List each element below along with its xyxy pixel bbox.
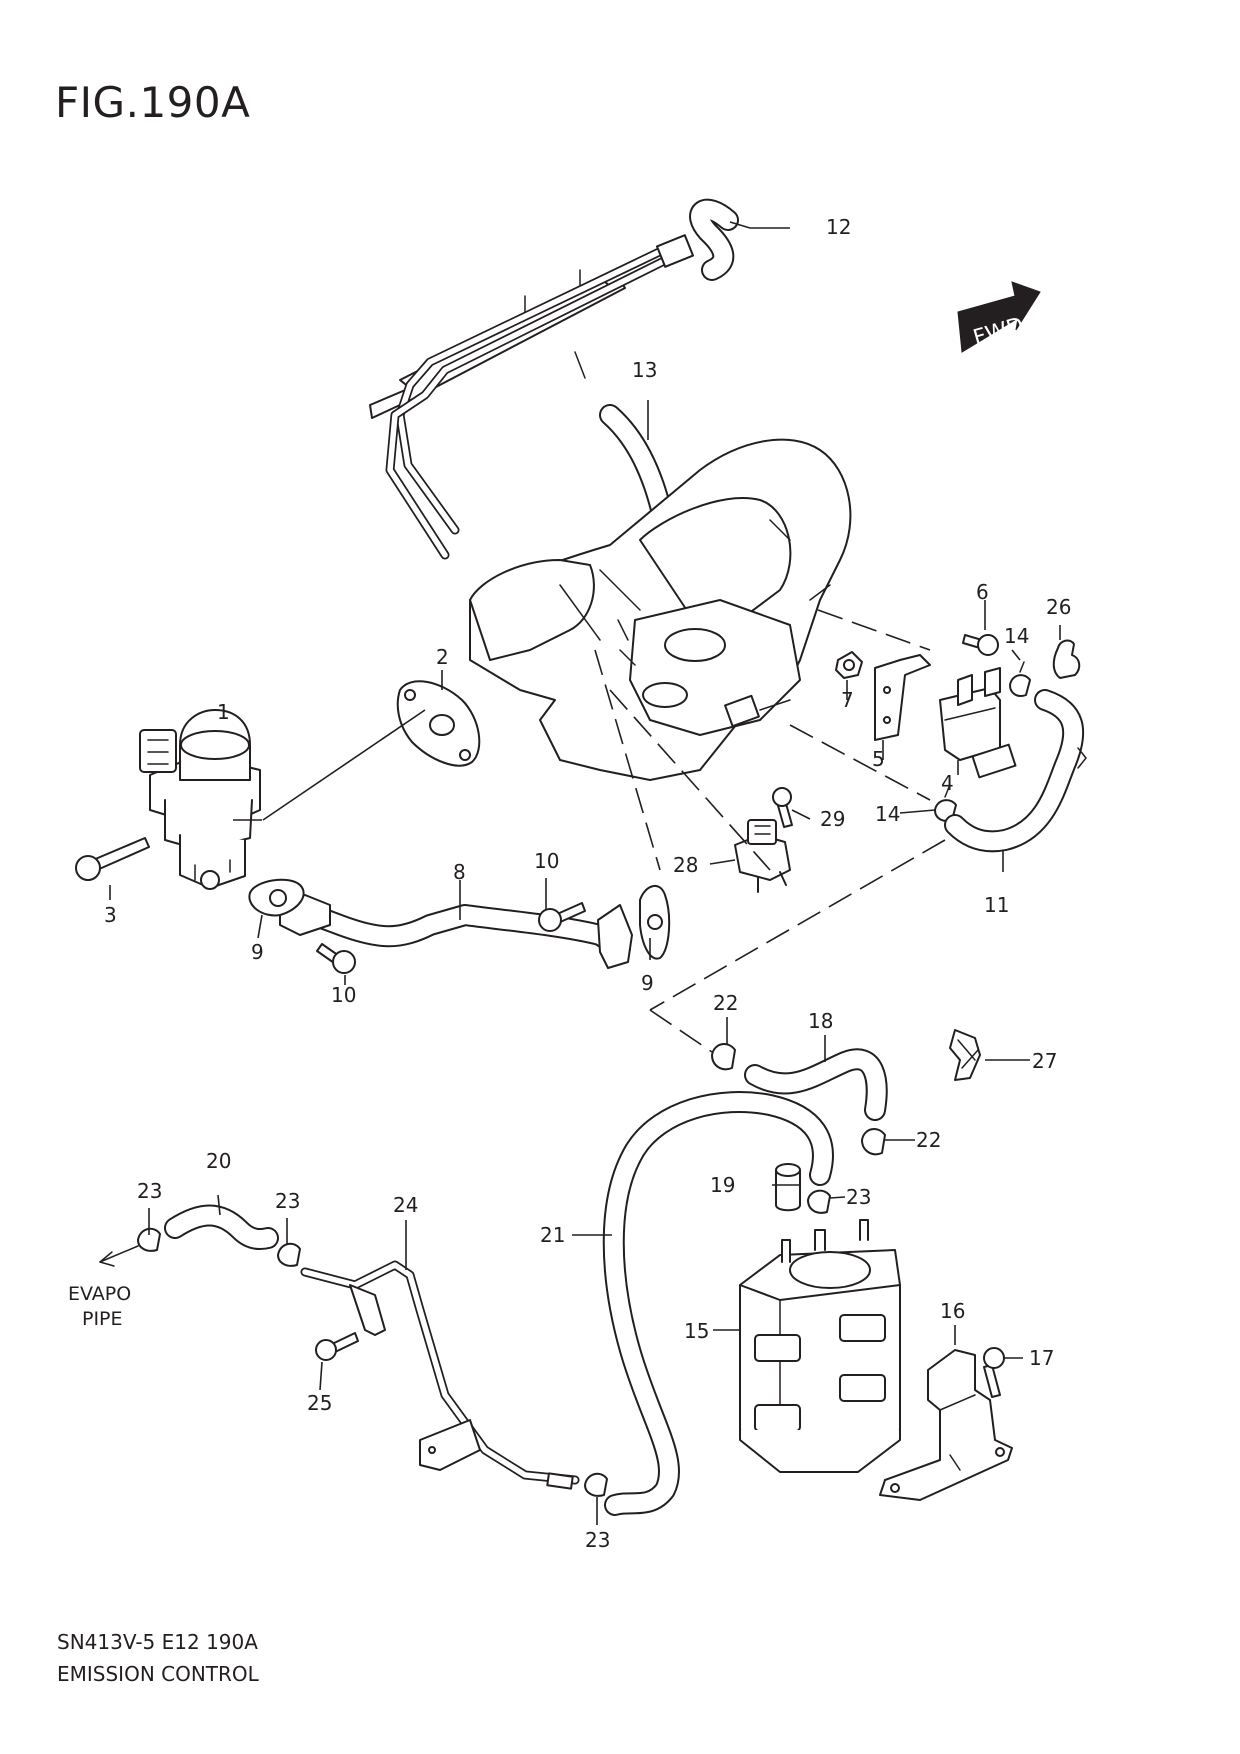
callouts: 1 2 3 4 5 6 7 8 9 9 10 10 11 12 13 14 14…	[104, 215, 1071, 1552]
clip-27	[949, 1029, 981, 1081]
pipe-24	[300, 1260, 580, 1490]
pipe-rail-assembly	[369, 234, 695, 560]
charcoal-canister-15	[739, 1219, 901, 1473]
bolt-17	[983, 1347, 1005, 1398]
callout-14-lower: 14	[875, 802, 900, 826]
evapo-pipe-note: EVAPO PIPE	[68, 1245, 139, 1330]
callout-5: 5	[872, 747, 885, 771]
callout-27: 27	[1032, 1049, 1057, 1073]
callout-21: 21	[540, 1223, 565, 1247]
egr-pipe-8	[279, 894, 633, 969]
leader-lines	[109, 221, 1061, 1525]
callout-1: 1	[217, 700, 230, 724]
callout-23-middle: 23	[275, 1189, 300, 1213]
callout-22-upper: 22	[713, 991, 738, 1015]
callout-25: 25	[307, 1391, 332, 1415]
callout-13: 13	[632, 358, 657, 382]
gasket-9-left	[248, 878, 305, 917]
evapo-line-1: EVAPO	[68, 1283, 131, 1305]
bolt-6	[962, 634, 999, 656]
nut-7	[835, 651, 863, 679]
figure-name: EMISSION CONTROL	[57, 1662, 259, 1686]
evapo-line-2: PIPE	[82, 1308, 123, 1330]
callout-7: 7	[841, 688, 854, 712]
clamp-23-left	[137, 1227, 161, 1252]
hose-18	[744, 1048, 888, 1121]
egr-valve-1	[139, 709, 261, 890]
callout-20: 20	[206, 1149, 231, 1173]
assembly-lines	[594, 609, 1087, 1053]
callout-14-upper: 14	[1004, 624, 1029, 648]
bracket-5	[874, 654, 931, 741]
clamp-23-canister	[807, 1189, 831, 1214]
figure-code: SN413V-5 E12 190A	[57, 1630, 258, 1654]
hose-20	[164, 1204, 279, 1250]
callout-4: 4	[941, 771, 954, 795]
gasket-9-right	[639, 885, 671, 960]
bolt-10-lower	[316, 943, 356, 974]
bracket-16	[879, 1349, 1013, 1501]
hose-12	[689, 198, 739, 281]
callout-6: 6	[976, 580, 989, 604]
callout-23-left: 23	[137, 1179, 162, 1203]
pressure-sensor-28	[734, 819, 791, 893]
callout-18: 18	[808, 1009, 833, 1033]
callout-15: 15	[684, 1319, 709, 1343]
vsv-4	[939, 667, 1017, 779]
callout-9-left: 9	[251, 940, 264, 964]
hose-11	[944, 689, 1085, 853]
bolt-10-upper	[538, 902, 586, 932]
callout-28: 28	[673, 853, 698, 877]
callout-8: 8	[453, 860, 466, 884]
callout-16: 16	[940, 1299, 965, 1323]
callout-23-canister: 23	[846, 1185, 871, 1209]
clip-26	[1052, 639, 1081, 679]
bolt-25	[315, 1332, 359, 1361]
clamp-23-bottom	[584, 1472, 608, 1497]
hose-21	[602, 1091, 834, 1516]
callout-11: 11	[984, 893, 1009, 917]
bolt-3	[75, 837, 150, 881]
clamp-14-upper	[1009, 661, 1031, 697]
callout-23-bottom: 23	[585, 1528, 610, 1552]
callout-26: 26	[1046, 595, 1071, 619]
callout-29: 29	[820, 807, 845, 831]
callout-12: 12	[826, 215, 851, 239]
clamp-22-upper	[711, 1043, 736, 1071]
callout-22-lower: 22	[916, 1128, 941, 1152]
fwd-arrow-badge: FWD	[957, 281, 1041, 353]
intake-manifold	[469, 438, 852, 781]
figure-title: FIG.190A	[55, 78, 251, 127]
gasket-2	[396, 680, 481, 767]
clamp-23-middle	[277, 1242, 301, 1267]
callout-3: 3	[104, 903, 117, 927]
clamp-22-lower	[861, 1128, 886, 1156]
callout-17: 17	[1029, 1346, 1054, 1370]
bolt-29	[772, 787, 793, 828]
cap-19	[775, 1163, 801, 1212]
callout-10-upper: 10	[534, 849, 559, 873]
callout-9-right: 9	[641, 971, 654, 995]
callout-2: 2	[436, 645, 449, 669]
callout-24: 24	[393, 1193, 418, 1217]
callout-19: 19	[710, 1173, 735, 1197]
callout-10-lower: 10	[331, 983, 356, 1007]
